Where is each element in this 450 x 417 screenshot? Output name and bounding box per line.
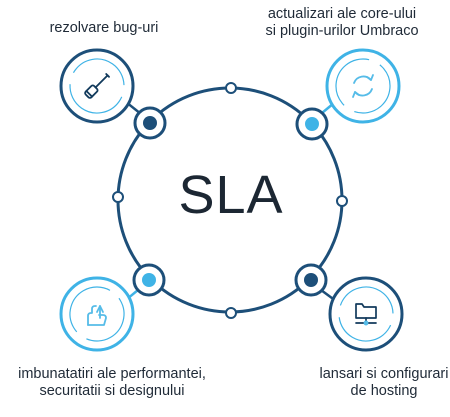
label-line: si plugin-urilor Umbraco [265,23,419,39]
ring-node-top [225,82,237,94]
upload-icon [87,305,107,326]
service-label-hosting: lansari si configurari de hosting [318,366,450,400]
icon-badge-improvements [59,276,135,352]
label-line: de hosting [350,383,418,399]
ring-connector-top-left [133,106,167,140]
service-label-bug-fixing: rezolvare bug-uri [0,20,208,37]
service-label-improvements: imbunatatiri ale performantei, securitat… [0,366,224,400]
label-line: actualizari ale core-ului [267,6,417,22]
icon-badge-updates [325,48,401,124]
ring-node-right [336,195,348,207]
ring-connector-bottom-left [132,263,166,297]
center-title: SLA [178,165,284,225]
service-label-updates: actualizari ale core-ului si plugin-uril… [232,6,450,40]
folder-network-icon [355,303,377,326]
icon-badge-hosting [328,276,404,352]
label-line: imbunatatiri ale performantei, [18,366,206,382]
ring-node-bottom [225,307,237,319]
label-line: rezolvare bug-uri [49,20,159,36]
refresh-icon [352,74,374,98]
ring-node-left [112,191,124,203]
label-line: securitatii si designului [39,383,185,399]
icon-badge-bug-fixing [59,48,135,124]
label-line: lansari si configurari [319,366,449,382]
ring-connector-bottom-right [294,263,328,297]
ring-connector-top-right [295,107,329,141]
screwdriver-icon [84,73,110,99]
